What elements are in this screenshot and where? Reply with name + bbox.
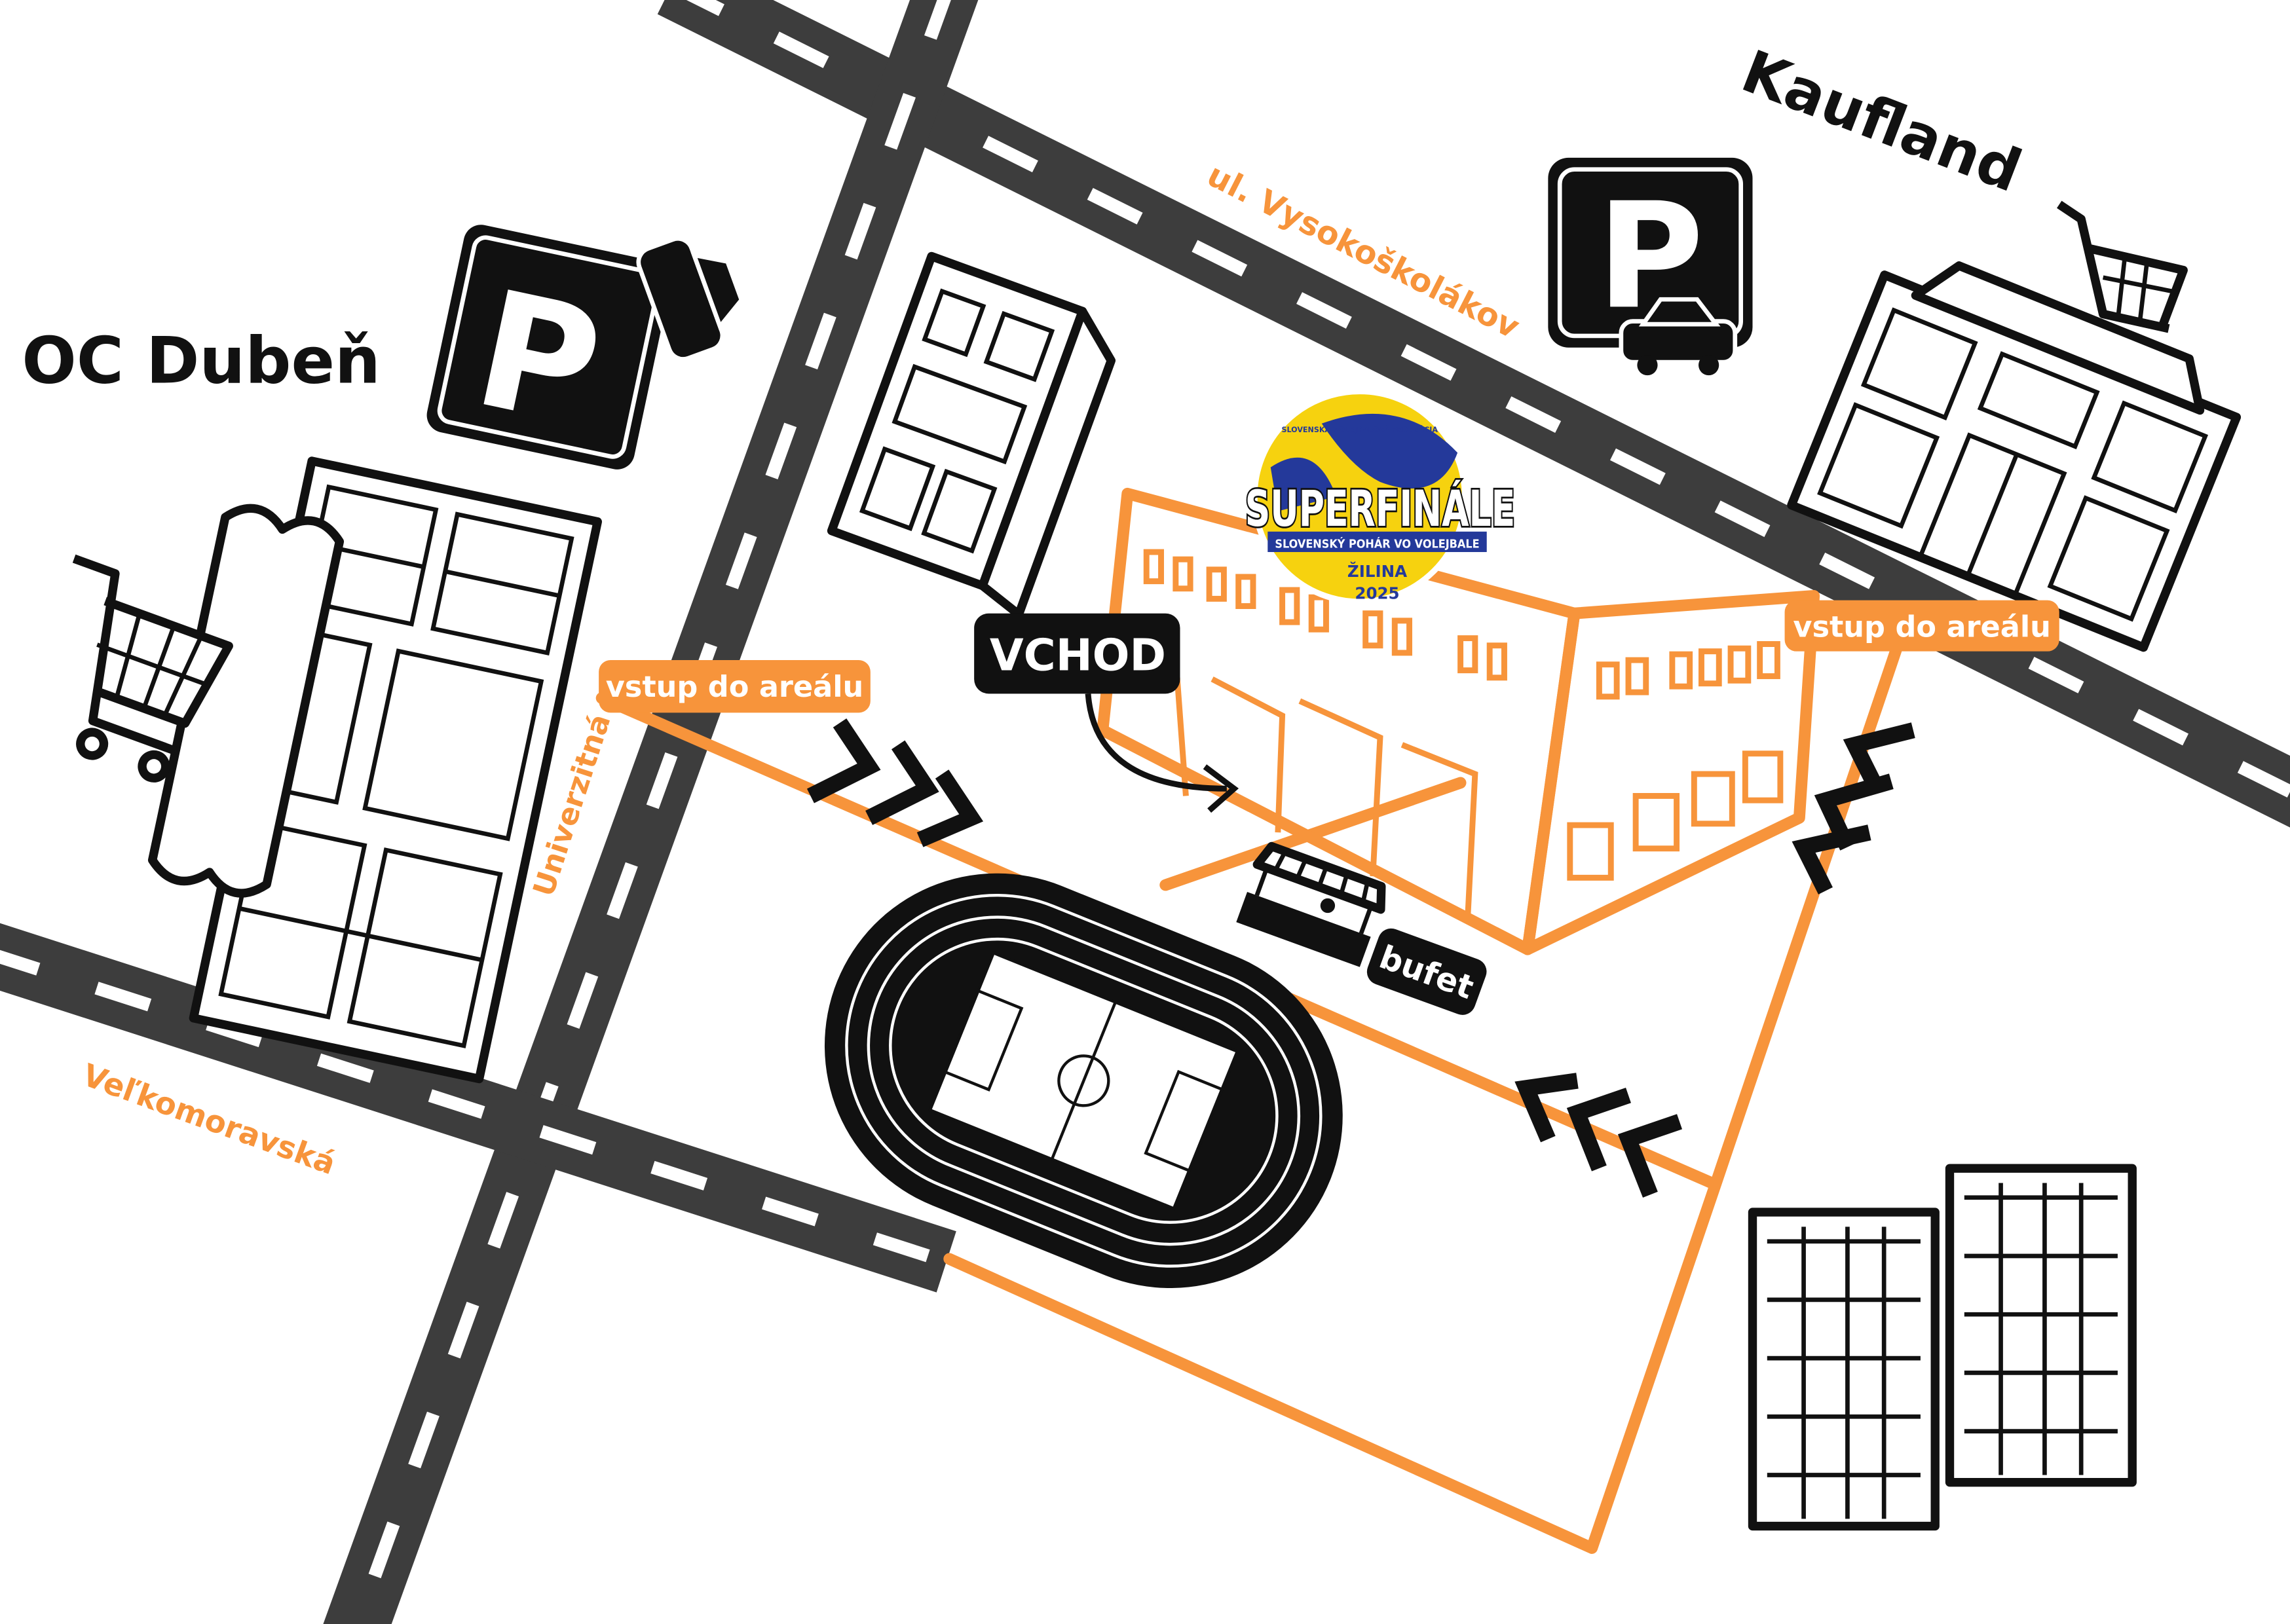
label-kaufland: Kaufland — [1733, 37, 2030, 206]
office-building — [827, 251, 1116, 619]
logo-year: 2025 — [1355, 583, 1399, 602]
badge-entrance-left: vstup do areálu — [599, 660, 871, 713]
badge-entrance-left-text: vstup do areálu — [606, 670, 863, 704]
athletics-stadium — [824, 873, 1343, 1288]
path-right-boundary — [943, 637, 1905, 1554]
badge-entrance-right-text: vstup do areálu — [1793, 610, 2050, 644]
badge-main-entrance-text: VCHOD — [990, 630, 1166, 681]
label-oc-duben: OC Dubeň — [22, 323, 380, 398]
road-velkomoravska-markings — [0, 950, 948, 1268]
badge-buffet: bufet — [1366, 928, 1487, 1015]
cart-icon-right — [2057, 200, 2188, 333]
residential-towers — [1748, 1164, 2137, 1531]
logo-title: SUPERFINÁLE — [1245, 479, 1515, 538]
car-icon-right — [1619, 297, 1738, 376]
sports-hall — [1097, 487, 1820, 955]
kaufland-building — [1787, 261, 2242, 652]
logo-subtitle: SLOVENSKÝ POHÁR VO VOLEJBALE — [1275, 536, 1479, 551]
car-icon-left — [636, 236, 744, 361]
superfinale-logo: SLOVENSKÁ VOLEJBALOVÁ FEDERÁCIA SUPERFIN… — [1243, 388, 1517, 605]
direction-chevrons-right — [1792, 722, 1915, 895]
road-univerzitna-markings — [350, 0, 951, 1624]
cart-icon-left — [72, 554, 233, 783]
direction-chevrons-left — [806, 718, 984, 847]
parking-sign-left: P — [426, 225, 672, 470]
logo-city: ŽILINA — [1347, 562, 1407, 581]
logo-federation: SLOVENSKÁ VOLEJBALOVÁ FEDERÁCIA — [1281, 426, 1438, 434]
oc-duben-building — [147, 456, 602, 1084]
entrance-arrowhead — [1203, 764, 1239, 813]
direction-chevrons-bottom — [1514, 1073, 1683, 1198]
road-vysokoskolakov-markings — [686, 0, 2290, 800]
badge-entrance-right: vstup do areálu — [1784, 600, 2059, 652]
entrance-arrow — [1085, 693, 1227, 792]
badge-main-entrance: VCHOD — [974, 613, 1180, 694]
buffet-stall-icon — [1236, 841, 1386, 967]
